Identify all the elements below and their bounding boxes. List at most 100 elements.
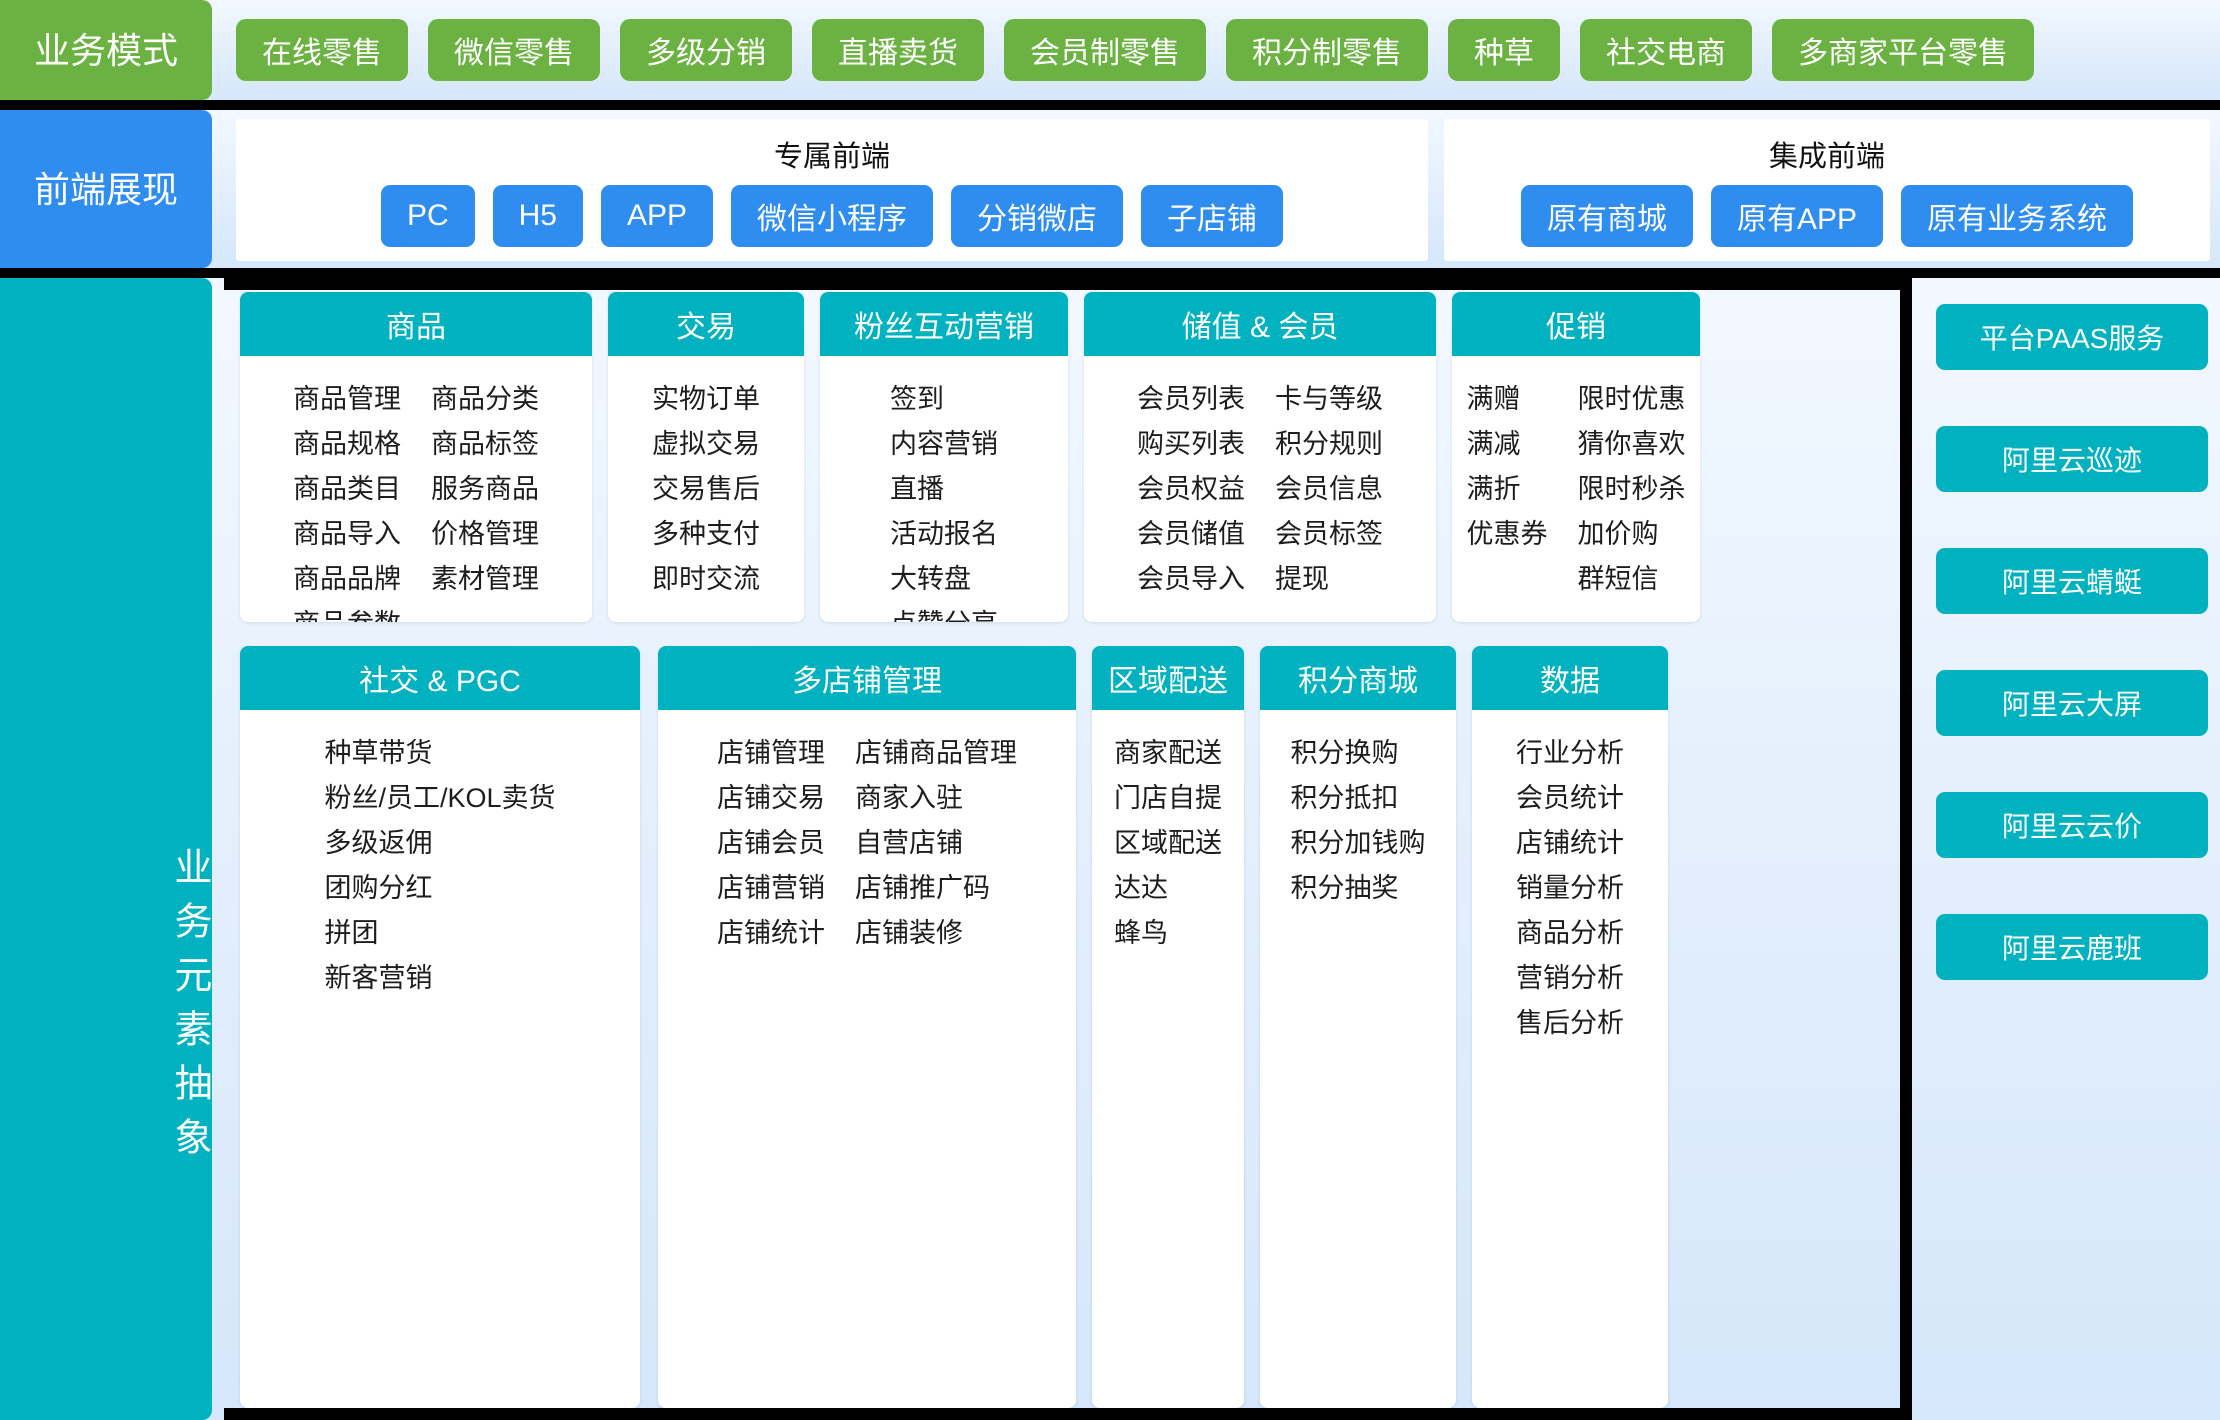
business-mode-pill[interactable]: 在线零售 <box>236 19 408 81</box>
feature-item[interactable]: 限时秒杀 <box>1577 474 1686 505</box>
frontend-pill[interactable]: PC <box>380 185 475 247</box>
paas-service-pill[interactable]: 平台PAAS服务 <box>1936 304 2208 370</box>
paas-service-pill[interactable]: 阿里云云价 <box>1936 792 2208 858</box>
feature-card: 交易实物订单虚拟交易交易售后多种支付即时交流 <box>608 292 804 622</box>
paas-service-pill[interactable]: 阿里云鹿班 <box>1936 914 2208 980</box>
frontend-pill[interactable]: 微信小程序 <box>731 185 934 247</box>
feature-item[interactable]: 积分抵扣 <box>1290 783 1399 814</box>
feature-item[interactable]: 直播 <box>890 474 944 505</box>
feature-item[interactable]: 营销分析 <box>1516 963 1624 994</box>
feature-item[interactable]: 店铺推广码 <box>855 873 990 904</box>
business-mode-pill[interactable]: 社交电商 <box>1580 19 1752 81</box>
feature-item[interactable]: 店铺会员 <box>717 828 825 859</box>
feature-item[interactable]: 商品类目 <box>293 474 401 505</box>
feature-item[interactable]: 店铺交易 <box>717 783 825 814</box>
feature-item[interactable]: 卡与等级 <box>1275 384 1383 414</box>
feature-item[interactable]: 区域配送 <box>1114 828 1222 859</box>
feature-item[interactable]: 团购分红 <box>324 873 433 904</box>
feature-item[interactable]: 蜂鸟 <box>1114 918 1168 949</box>
feature-item[interactable]: 签到 <box>890 384 944 414</box>
feature-item[interactable]: 商品分类 <box>431 384 539 414</box>
feature-item[interactable]: 商家入驻 <box>855 783 963 814</box>
feature-item[interactable]: 售后分析 <box>1516 1008 1624 1039</box>
feature-item[interactable]: 即时交流 <box>652 564 760 595</box>
feature-item[interactable]: 粉丝/员工/KOL卖货 <box>324 783 556 814</box>
feature-item[interactable]: 活动报名 <box>890 519 998 550</box>
feature-item[interactable]: 商品导入 <box>293 519 401 550</box>
feature-item[interactable]: 会员储值 <box>1137 519 1245 550</box>
feature-item[interactable]: 店铺统计 <box>717 918 825 949</box>
business-mode-pill[interactable]: 直播卖货 <box>812 19 984 81</box>
feature-item[interactable]: 商品参数 <box>293 607 401 622</box>
feature-item[interactable]: 商品分析 <box>1516 918 1624 949</box>
feature-item[interactable]: 价格管理 <box>431 519 539 550</box>
feature-item[interactable]: 店铺装修 <box>855 918 963 949</box>
feature-item[interactable]: 群短信 <box>1577 564 1659 595</box>
business-mode-pill[interactable]: 会员制零售 <box>1004 19 1206 81</box>
feature-item[interactable]: 销量分析 <box>1516 873 1624 904</box>
feature-item[interactable]: 积分加钱购 <box>1290 828 1426 859</box>
feature-item[interactable]: 商品标签 <box>431 429 539 460</box>
feature-item[interactable]: 素材管理 <box>431 564 539 595</box>
feature-item[interactable]: 新客营销 <box>324 963 433 994</box>
paas-service-pill[interactable]: 阿里云蜻蜓 <box>1936 548 2208 614</box>
business-mode-pill[interactable]: 积分制零售 <box>1226 19 1428 81</box>
feature-item[interactable]: 店铺商品管理 <box>855 738 1017 768</box>
feature-item[interactable]: 自营店铺 <box>855 828 963 859</box>
feature-item[interactable]: 加价购 <box>1577 519 1659 550</box>
business-mode-pill[interactable]: 多级分销 <box>620 19 792 81</box>
feature-item[interactable]: 交易售后 <box>652 474 760 505</box>
feature-item[interactable]: 限时优惠 <box>1577 384 1686 414</box>
feature-item[interactable]: 拼团 <box>324 918 379 949</box>
paas-service-pill[interactable]: 阿里云巡迹 <box>1936 426 2208 492</box>
feature-item[interactable]: 购买列表 <box>1137 429 1245 460</box>
frontend-pill[interactable]: 原有业务系统 <box>1901 185 2134 247</box>
feature-item[interactable]: 虚拟交易 <box>652 429 760 460</box>
feature-item[interactable]: 会员信息 <box>1275 474 1383 505</box>
frontend-pill[interactable]: H5 <box>492 185 583 247</box>
feature-column: 卡与等级积分规则会员信息会员标签提现 <box>1275 382 1383 607</box>
frontend-pill[interactable]: 子店铺 <box>1141 185 1284 247</box>
business-mode-pill[interactable]: 种草 <box>1448 19 1560 81</box>
frontend-pill[interactable]: 原有商城 <box>1520 185 1693 247</box>
feature-item[interactable]: 商品管理 <box>293 384 401 414</box>
feature-item[interactable]: 门店自提 <box>1114 783 1222 814</box>
feature-item[interactable]: 优惠券 <box>1466 519 1548 550</box>
feature-item[interactable]: 满赠 <box>1466 384 1521 414</box>
feature-item[interactable]: 商品规格 <box>293 429 401 460</box>
feature-item[interactable]: 实物订单 <box>652 384 760 414</box>
feature-item[interactable]: 会员权益 <box>1137 474 1245 505</box>
feature-item[interactable]: 会员统计 <box>1516 783 1624 814</box>
feature-item[interactable]: 服务商品 <box>431 474 539 505</box>
feature-item[interactable]: 提现 <box>1275 564 1329 595</box>
feature-item[interactable]: 会员标签 <box>1275 519 1383 550</box>
feature-item[interactable]: 行业分析 <box>1516 738 1624 768</box>
feature-item[interactable]: 积分规则 <box>1275 429 1383 460</box>
feature-item[interactable]: 达达 <box>1114 873 1168 904</box>
feature-item[interactable]: 积分换购 <box>1290 738 1399 768</box>
feature-item[interactable]: 店铺管理 <box>717 738 825 768</box>
feature-item[interactable]: 满减 <box>1466 429 1521 460</box>
feature-item[interactable]: 商家配送 <box>1114 738 1222 768</box>
feature-item[interactable]: 会员导入 <box>1137 564 1245 595</box>
feature-card-title: 交易 <box>608 292 804 356</box>
frontend-pill[interactable]: 分销微店 <box>951 185 1124 247</box>
business-mode-pill[interactable]: 多商家平台零售 <box>1772 19 2034 81</box>
feature-item[interactable]: 多级返佣 <box>324 828 433 859</box>
feature-item[interactable]: 满折 <box>1466 474 1521 505</box>
feature-item[interactable]: 大转盘 <box>890 564 971 595</box>
feature-item[interactable]: 点赞分享 <box>890 607 998 622</box>
frontend-pill[interactable]: 原有APP <box>1710 185 1884 247</box>
frontend-pill[interactable]: APP <box>601 185 714 247</box>
business-mode-pill[interactable]: 微信零售 <box>428 19 600 81</box>
feature-item[interactable]: 猜你喜欢 <box>1577 429 1686 460</box>
feature-item[interactable]: 积分抽奖 <box>1290 873 1399 904</box>
feature-item[interactable]: 种草带货 <box>324 738 433 768</box>
paas-service-pill[interactable]: 阿里云大屏 <box>1936 670 2208 736</box>
feature-item[interactable]: 商品品牌 <box>293 564 401 595</box>
feature-item[interactable]: 会员列表 <box>1137 384 1245 414</box>
feature-item[interactable]: 店铺营销 <box>717 873 825 904</box>
feature-item[interactable]: 多种支付 <box>652 519 760 550</box>
feature-item[interactable]: 店铺统计 <box>1516 828 1624 859</box>
feature-item[interactable]: 内容营销 <box>890 429 998 460</box>
